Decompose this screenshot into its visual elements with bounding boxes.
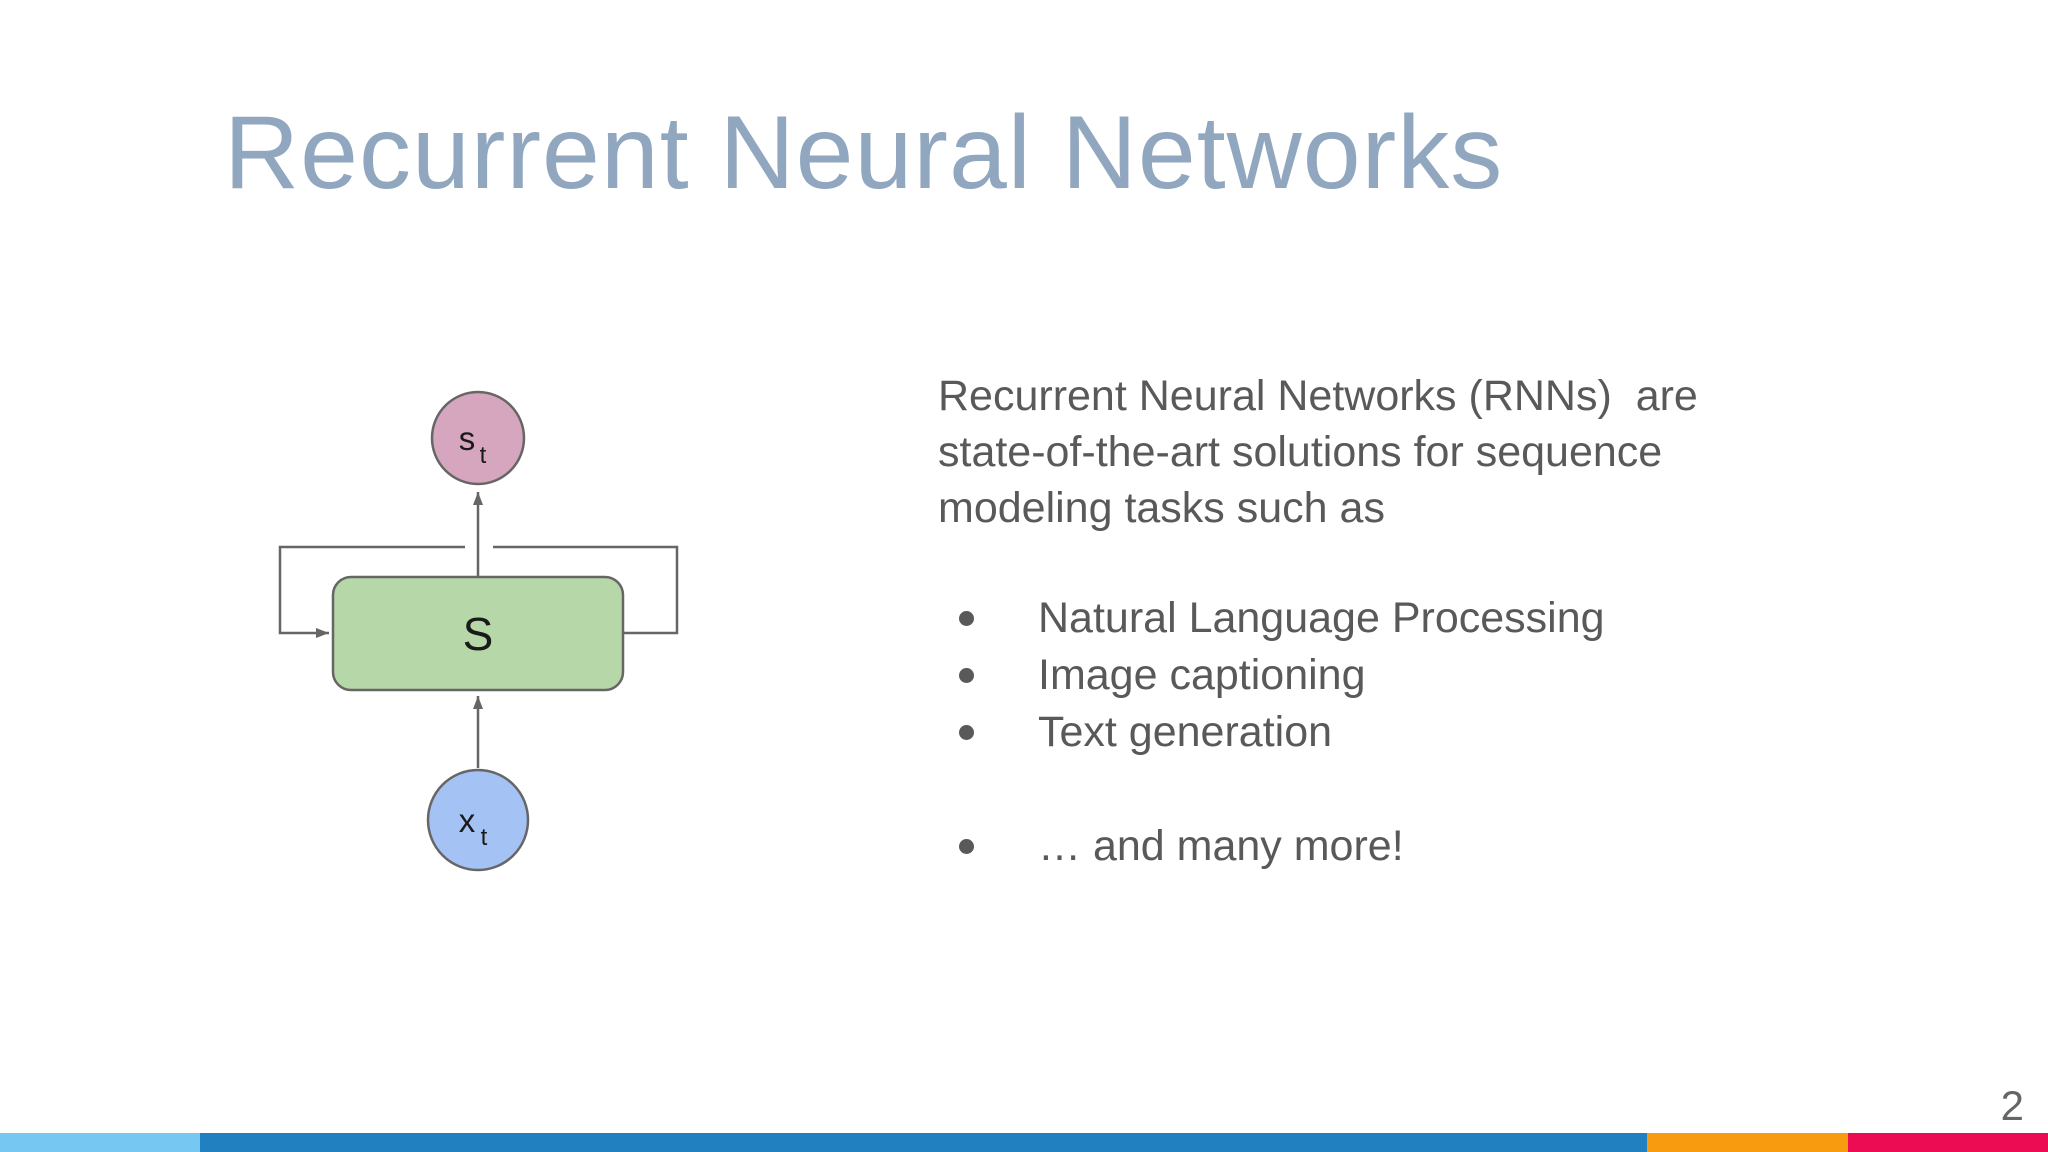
description-paragraph: Recurrent Neural Networks (RNNs) are sta… <box>938 368 1698 536</box>
footer-segment-light-blue <box>0 1133 201 1152</box>
bullet-list: Natural Language Processing Image captio… <box>959 590 1605 875</box>
input-node-subscript: t <box>481 824 488 851</box>
state-box-label: S <box>463 608 494 660</box>
description-line: Recurrent Neural Networks (RNNs) are <box>938 372 1698 420</box>
rnn-diagram: S s t x t <box>278 390 679 872</box>
footer-segment-crimson <box>1847 1133 2048 1152</box>
bullet-label: … and many more! <box>1038 822 1404 870</box>
output-node <box>430 390 526 486</box>
footer-color-bar <box>0 1133 2048 1152</box>
bullet-icon <box>959 725 974 740</box>
bullet-icon <box>959 839 974 854</box>
recurrence-loop-right-line <box>493 545 679 635</box>
list-item: Natural Language Processing <box>959 590 1605 647</box>
state-box <box>331 575 625 692</box>
page-title: Recurrent Neural Networks <box>224 95 1504 211</box>
footer-segment-blue <box>200 1133 1647 1152</box>
bullet-label: Text generation <box>1038 708 1333 756</box>
bullet-label: Image captioning <box>1038 651 1366 699</box>
list-item: Image captioning <box>959 647 1605 704</box>
bullet-label: Natural Language Processing <box>1038 594 1605 642</box>
description-line: modeling tasks such as <box>938 484 1385 532</box>
output-node-subscript: t <box>480 442 487 469</box>
input-node-label: x <box>459 802 476 839</box>
bullet-icon <box>959 668 974 683</box>
input-node <box>426 768 530 872</box>
bullet-icon <box>959 611 974 626</box>
list-item: Text generation <box>959 704 1605 761</box>
recurrence-loop-left-arrow <box>278 545 465 638</box>
list-spacer <box>959 761 1605 818</box>
output-node-label: s <box>459 420 476 457</box>
list-item: … and many more! <box>959 818 1605 875</box>
description-line: state-of-the-art solutions for sequence <box>938 428 1663 476</box>
page-number: 2 <box>2000 1082 2024 1129</box>
footer-segment-orange <box>1646 1133 1848 1152</box>
